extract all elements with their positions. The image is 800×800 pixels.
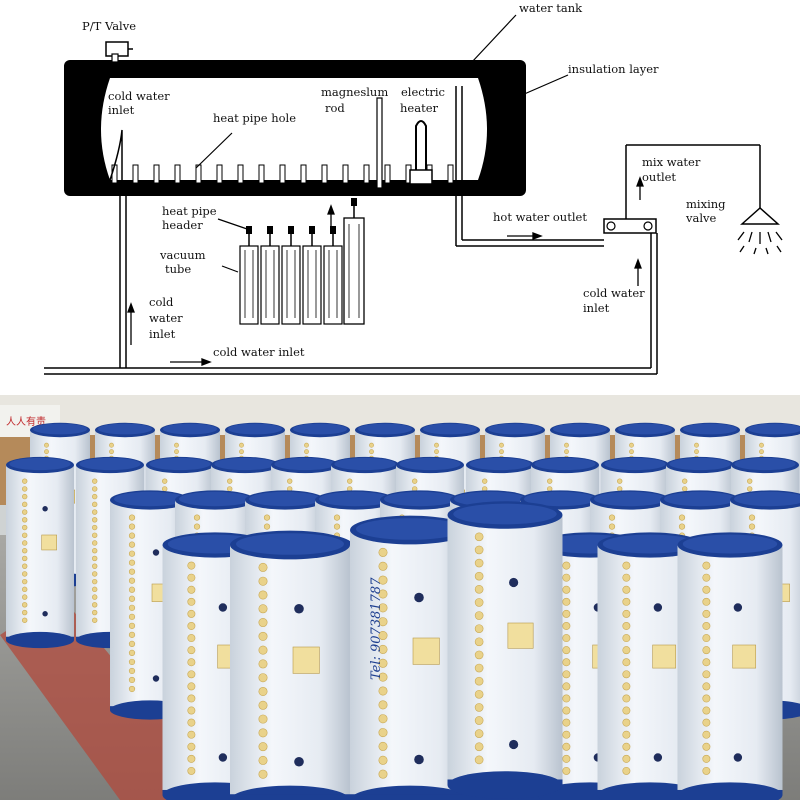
label-hot-water-outlet: hot water outlet <box>493 210 587 224</box>
label-mixing-valve-2: valve <box>685 211 717 225</box>
label-magnesium-rod-2: rod <box>325 101 345 115</box>
vacuum-tube-raised <box>343 198 365 325</box>
heat-pipe-hole <box>174 164 181 184</box>
water-tank-unit <box>6 456 74 649</box>
heat-pipe-hole <box>321 164 328 184</box>
label-heat-pipe-hole: heat pipe hole <box>213 111 296 125</box>
label-cold-water-inlet-mix-2: inlet <box>583 301 610 315</box>
tank-rows <box>6 422 800 800</box>
tank-tel-text: Tel: 907381787 <box>369 577 384 680</box>
heat-pipe-hole <box>300 164 307 184</box>
warehouse-tanks-photo: 人人有责 Tel: 907381787 <box>0 395 800 800</box>
heat-pipe-hole <box>153 164 160 184</box>
electric-heater <box>409 120 433 185</box>
label-cold-water-inlet-mix: cold water <box>583 286 645 300</box>
heat-pipe-hole <box>132 164 139 184</box>
heat-pipe-hole <box>216 164 223 184</box>
diagram-labels: P/T Valve water tank insulation layer co… <box>82 1 726 359</box>
heat-pipe-hole <box>363 164 370 184</box>
label-mixing-valve: mixing <box>686 197 726 211</box>
heat-pipe-hole <box>384 164 391 184</box>
label-heat-pipe-header: heat pipe <box>162 204 217 218</box>
label-vacuum-tube: vacuum <box>159 248 206 262</box>
vacuum-tubes <box>239 226 343 325</box>
label-magnesium-rod: magneslum <box>321 85 388 99</box>
label-vacuum-tube-2: tube <box>165 262 191 276</box>
label-insulation-layer: insulation layer <box>568 62 659 76</box>
water-tank-unit <box>230 530 350 800</box>
vacuum-tube <box>239 226 259 325</box>
label-mix-water-outlet-2: outlet <box>642 170 676 184</box>
label-cold-water-inlet-bottom: cold water inlet <box>213 345 305 359</box>
heat-pipe-hole <box>447 164 454 184</box>
vacuum-tube <box>281 226 301 325</box>
shower-head <box>737 206 783 255</box>
label-pt-valve: P/T Valve <box>82 19 136 33</box>
magnesium-rod <box>376 97 383 189</box>
heat-pipe-hole <box>237 164 244 184</box>
label-electric-heater: electric <box>401 85 445 99</box>
water-tank-unit <box>677 532 783 800</box>
heat-pipe-hole <box>342 164 349 184</box>
vacuum-tube <box>323 226 343 325</box>
label-water-tank: water tank <box>519 1 583 15</box>
label-electric-heater-2: heater <box>400 101 438 115</box>
water-tank <box>64 60 526 196</box>
label-cold-water-inlet-tank-2: inlet <box>108 103 135 117</box>
vacuum-tube <box>260 226 280 325</box>
flow-arrows <box>127 176 644 366</box>
label-mix-water-outlet: mix water <box>642 155 701 169</box>
vacuum-tube <box>302 226 322 325</box>
heat-pipe-hole <box>258 164 265 184</box>
label-cold-water-inlet-left-2: water <box>149 311 183 325</box>
label-heat-pipe-header-2: header <box>162 218 203 232</box>
label-cold-water-inlet-tank: cold water <box>108 89 170 103</box>
hot-water-outlet-pipe <box>455 86 604 247</box>
leader-lines <box>195 14 569 273</box>
pt-valve <box>105 41 133 63</box>
heat-pipe-hole <box>279 164 286 184</box>
label-cold-water-inlet-left: cold <box>149 295 174 309</box>
water-tank-unit <box>447 501 563 799</box>
label-cold-water-inlet-left-3: inlet <box>149 327 176 341</box>
mixing-valve <box>603 144 761 374</box>
solar-water-heater-diagram: P/T Valve water tank insulation layer co… <box>0 0 800 395</box>
wall-sign: 人人有责 <box>6 415 46 428</box>
cold-water-inlet-pipe <box>44 129 657 375</box>
